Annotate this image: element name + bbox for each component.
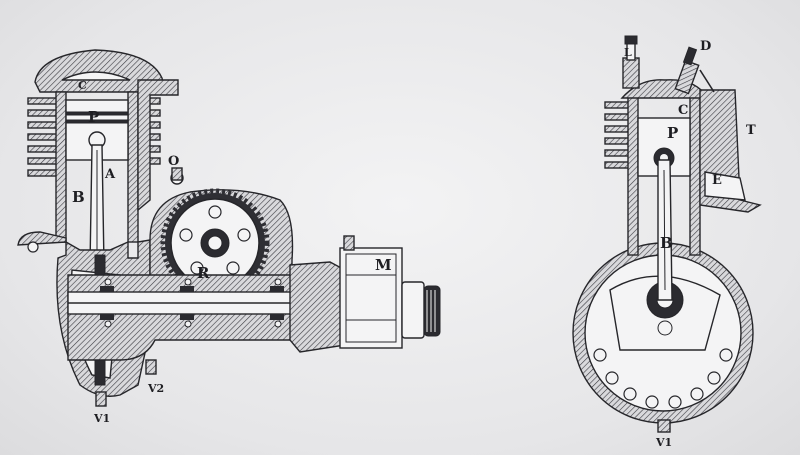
label-e-right: E (712, 173, 722, 188)
drain-plug-v2 (145, 359, 157, 375)
decompressor (674, 46, 715, 95)
connecting-rod-left (89, 144, 105, 266)
piston-left (65, 99, 129, 161)
label-t-right: T (746, 123, 756, 138)
label-p-left: P (88, 108, 99, 126)
cylinder-wall-right (127, 91, 139, 243)
magneto (339, 235, 403, 349)
piston-right (637, 117, 691, 177)
left-engine-view: C P A B O R M V1 V2 (17, 49, 441, 425)
label-r-left: R (197, 264, 210, 282)
label-m-left: M (375, 256, 392, 274)
label-a-left: A (104, 167, 116, 182)
spark-plug (622, 35, 640, 89)
gear-r (160, 188, 270, 298)
label-v2-left: V2 (147, 382, 164, 395)
label-c-right: C (678, 103, 688, 118)
drive-shaft (67, 274, 331, 361)
label-b-right: B (660, 234, 673, 252)
label-p-right: P (667, 124, 678, 142)
label-d-right: D (700, 39, 711, 54)
flywheel-holes (593, 348, 733, 409)
magneto-cap (401, 281, 441, 339)
cylinder-head (34, 49, 166, 93)
drain-plug-v1 (95, 391, 107, 407)
label-v1-right: V1 (655, 436, 672, 449)
drain-plug-right (657, 419, 671, 433)
label-c-left: C (78, 79, 87, 92)
label-b-left: B (72, 188, 85, 206)
cylinder-wall-right-a (627, 94, 639, 256)
cylinder-wall-left (55, 91, 67, 243)
transfer-port (137, 79, 179, 212)
right-engine-view: L D C P T E B V1 (572, 35, 762, 449)
label-l-right: L (624, 46, 632, 59)
label-o-left: O (168, 154, 179, 169)
cylinder-wall-right-b (689, 94, 701, 256)
label-v1-left: V1 (93, 412, 110, 425)
